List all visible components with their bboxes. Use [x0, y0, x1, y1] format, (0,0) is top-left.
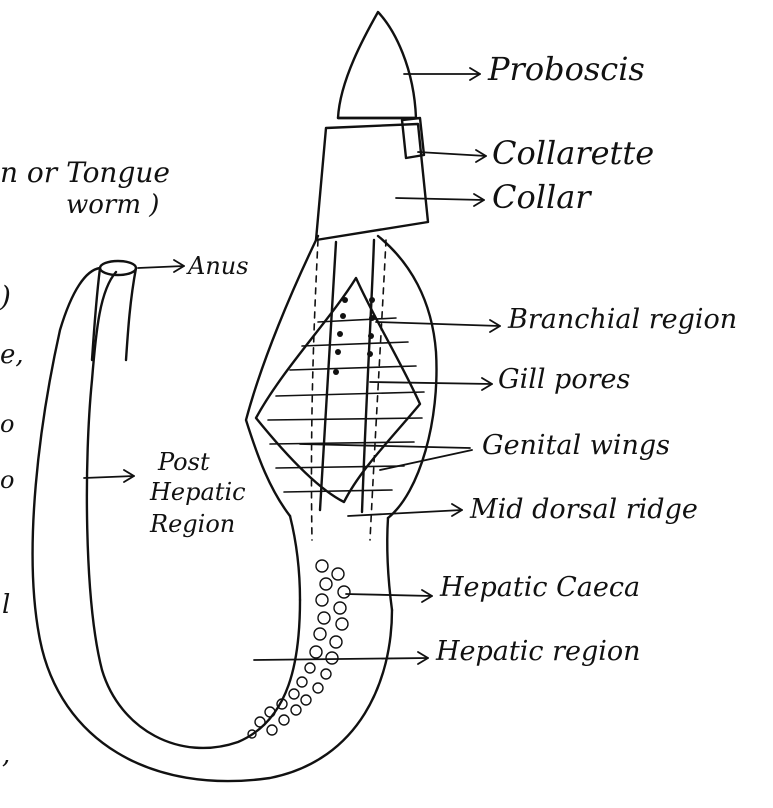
- label-hepatic-region: Hepatic region: [436, 636, 641, 667]
- label-branchial-region: Branchial region: [508, 304, 737, 335]
- label-collar: Collar: [492, 178, 591, 216]
- left-fragment-4: e,: [0, 340, 24, 370]
- left-fragment-5: o: [0, 410, 14, 438]
- arrow-collar: [396, 198, 484, 200]
- label-post-hepatic-line2: Hepatic: [150, 478, 246, 506]
- left-fragment-line2: worm ): [66, 190, 159, 220]
- arrow-hep-caeca: [346, 594, 432, 596]
- left-fragment-3: ): [0, 280, 11, 313]
- label-post-hepatic-line1: Post: [158, 448, 210, 476]
- arrow-branchial: [376, 322, 500, 326]
- left-fragment-8: ,: [2, 740, 10, 770]
- anus-opening: [100, 261, 136, 275]
- left-fragment-line1: n or Tongue: [0, 156, 170, 189]
- left-trunk-outline: [290, 516, 300, 600]
- anus-tube-right: [126, 268, 136, 360]
- label-collarette: Collarette: [492, 134, 654, 172]
- right-trunk-outline: [387, 518, 392, 610]
- collar-outline: [316, 124, 428, 240]
- arrow-hep-region: [254, 658, 428, 660]
- left-fragment-6: o: [0, 466, 14, 494]
- proboscis-outline: [338, 12, 416, 118]
- label-proboscis: Proboscis: [488, 50, 645, 88]
- arrow-posthep: [84, 476, 134, 478]
- label-anus: Anus: [188, 252, 249, 280]
- arrow-anus: [138, 266, 184, 268]
- label-gill-pores: Gill pores: [498, 364, 630, 395]
- label-post-hepatic-line3: Region: [150, 510, 235, 538]
- left-fragment-7: l: [2, 590, 10, 620]
- label-mid-dorsal-ridge: Mid dorsal ridge: [470, 494, 698, 525]
- label-genital-wings: Genital wings: [482, 430, 670, 461]
- arrow-gill: [370, 382, 492, 384]
- label-hepatic-caeca: Hepatic Caeca: [440, 572, 640, 603]
- inner-left-line: [320, 242, 336, 510]
- arrow-collarette: [418, 152, 486, 156]
- arrow-mid-dorsal: [348, 510, 462, 516]
